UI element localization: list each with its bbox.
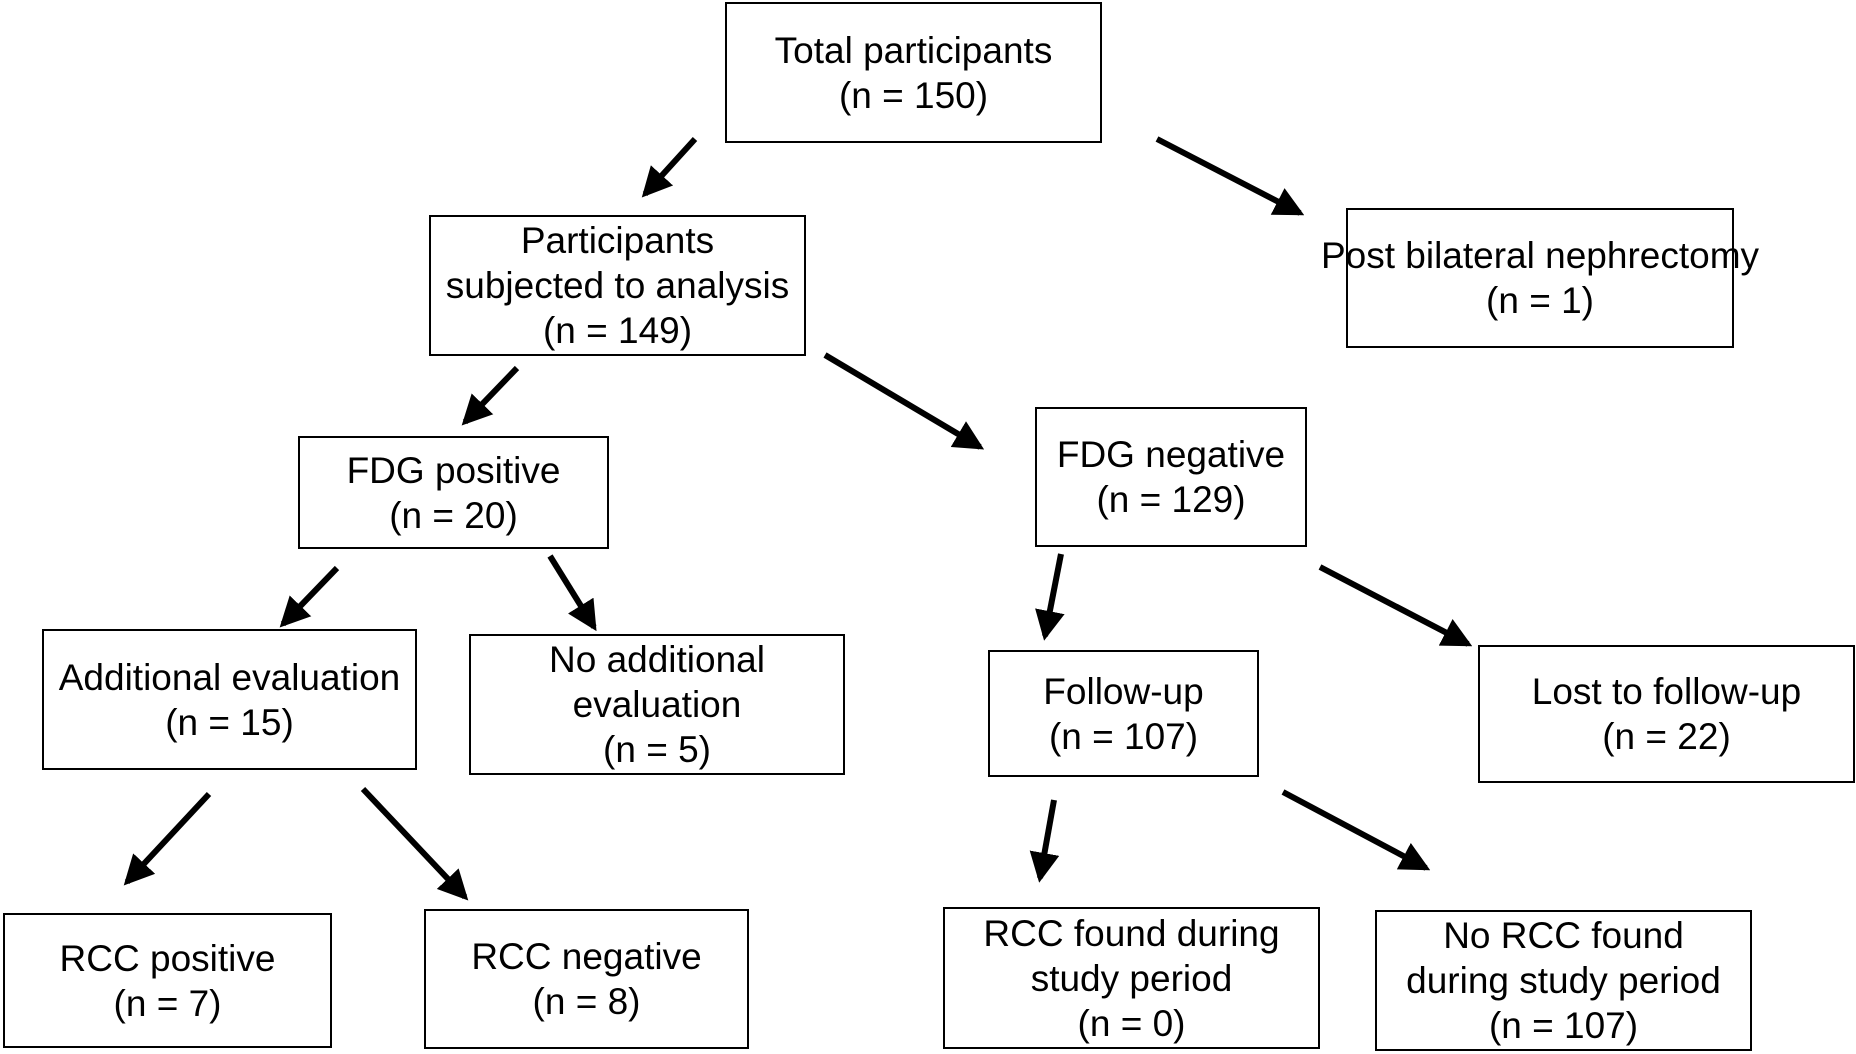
box-subjected-to-analysis-line-1: Participants [520,220,715,261]
box-additional-evaluation: Additional evaluation (n = 15) [42,629,417,770]
arrow-fdg-positive-to-no-additional [547,554,597,632]
box-subjected-to-analysis-line-3: (n = 149) [542,310,693,351]
arrow-total-to-nephrectomy [1155,136,1305,216]
box-rcc-found-during-study-line-3: (n = 0) [1077,1002,1186,1044]
box-follow-up-line-2: (n = 107) [1048,715,1199,757]
arrow-subjected-to-fdg-negative [823,352,985,450]
box-follow-up: Follow-up (n = 107) [988,650,1259,777]
box-subjected-to-analysis: Participants subjected to analysis (n = … [429,215,806,356]
box-rcc-negative-line-1: RCC negative [471,936,702,977]
arrow-fdg-negative-to-follow-up [1035,553,1065,641]
arrow-additional-to-rcc-negative [360,786,469,901]
box-rcc-positive-line-1: RCC positive [59,937,276,979]
box-rcc-found-during-study-line-2: study period [1030,957,1233,999]
box-fdg-negative-line-1: FDG negative [1056,434,1286,475]
box-rcc-positive: RCC positive (n = 7) [3,913,332,1048]
box-lost-to-follow-up-line-1: Lost to follow-up [1531,671,1802,712]
box-fdg-negative-line-2: (n = 129) [1096,479,1246,520]
box-additional-evaluation-line-1: Additional evaluation [58,656,401,698]
box-no-additional-evaluation-line-3: (n = 5) [603,729,711,770]
box-no-rcc-found-line-3: (n = 107) [1488,1005,1639,1046]
arrow-total-to-subjected [641,136,698,198]
box-fdg-positive-line-2: (n = 20) [389,494,518,536]
arrow-subjected-to-fdg-positive [461,365,520,426]
box-rcc-found-during-study: RCC found during study period (n = 0) [943,907,1320,1049]
arrow-fdg-positive-to-additional [279,565,340,628]
arrow-follow-up-to-rcc-found [1029,799,1060,883]
box-no-additional-evaluation-line-2: evaluation [572,684,742,725]
box-rcc-positive-line-2: (n = 7) [113,982,222,1024]
box-total-participants: Total participants (n = 150) [725,2,1102,143]
box-rcc-negative-line-2: (n = 8) [532,981,641,1022]
box-subjected-to-analysis-line-2: subjected to analysis [445,265,790,306]
box-no-rcc-found: No RCC found during study period (n = 10… [1375,910,1752,1051]
box-total-participants-line-1: Total participants [774,29,1053,71]
box-lost-to-follow-up: Lost to follow-up (n = 22) [1478,645,1855,783]
box-no-rcc-found-line-1: No RCC found [1443,915,1684,956]
box-fdg-positive: FDG positive (n = 20) [298,436,609,549]
arrow-follow-up-to-no-rcc [1281,789,1431,871]
box-post-bilateral-nephrectomy-line-1: Post bilateral nephrectomy [1320,235,1760,276]
box-post-bilateral-nephrectomy-line-2: (n = 1) [1486,280,1594,321]
arrow-additional-to-rcc-positive [123,791,212,886]
box-fdg-negative: FDG negative (n = 129) [1035,407,1307,547]
box-follow-up-line-1: Follow-up [1043,670,1204,712]
box-fdg-positive-line-1: FDG positive [346,449,561,491]
box-lost-to-follow-up-line-2: (n = 22) [1602,716,1731,757]
box-rcc-negative: RCC negative (n = 8) [424,909,749,1049]
box-no-additional-evaluation: No additional evaluation (n = 5) [469,634,845,775]
box-post-bilateral-nephrectomy: Post bilateral nephrectomy (n = 1) [1321,208,1759,348]
box-rcc-found-during-study-line-1: RCC found during [983,912,1280,954]
box-additional-evaluation-line-2: (n = 15) [165,701,294,743]
box-total-participants-line-2: (n = 150) [838,74,989,116]
box-no-additional-evaluation-line-1: No additional [549,639,765,680]
box-no-rcc-found-line-2: during study period [1406,960,1721,1001]
arrow-fdg-negative-to-lost [1318,564,1473,647]
